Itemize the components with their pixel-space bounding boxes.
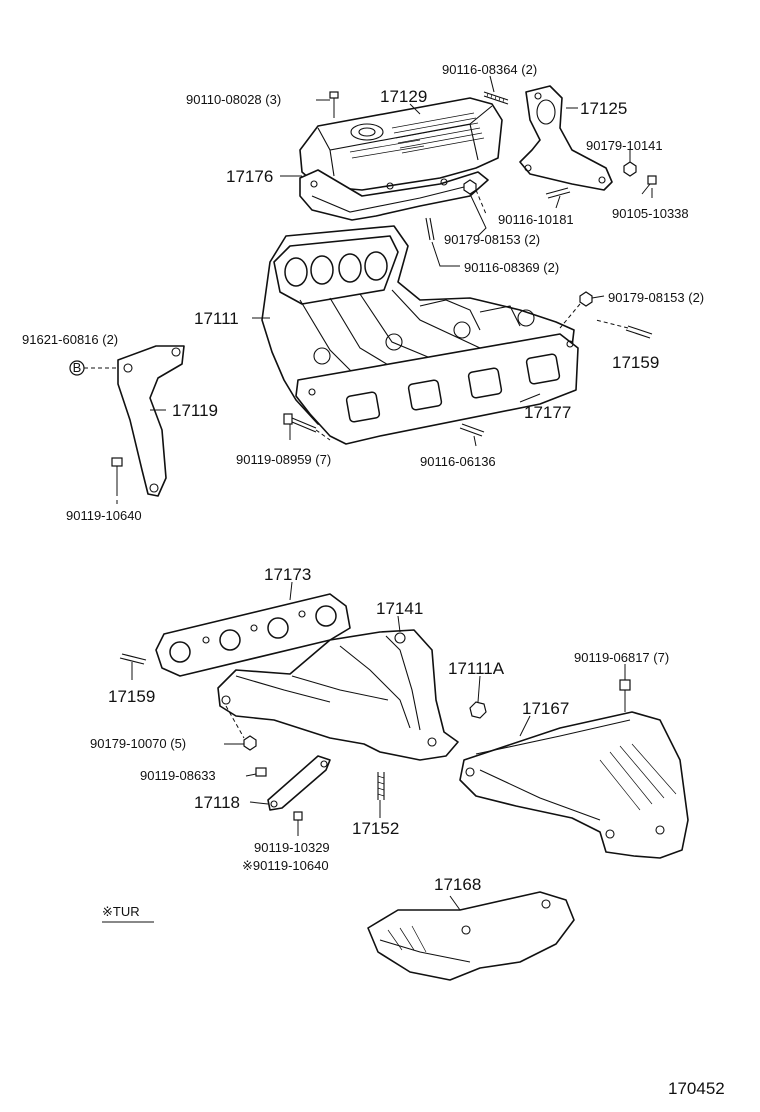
label-90110-08028: 90110-08028 (3) [186,92,281,107]
label-90116-08364: 90116-08364 (2) [442,62,537,77]
stud-17159-upper [625,325,653,339]
stay-17119 [117,345,185,497]
label-90119-06817: 90119-06817 (7) [574,650,669,665]
label-90119-08633: 90119-08633 [140,768,216,783]
nut-17111A [469,701,487,719]
bolt-90105-10338 [641,175,657,195]
stud-17152 [377,772,385,800]
part-labels: 90116-08364 (2) 90110-08028 (3) 17129 17… [22,62,725,1098]
heat-insulator-17168 [367,891,575,981]
label-90116-06136: 90116-06136 [420,454,496,469]
label-17176: 17176 [226,167,273,186]
stud-90116-06136 [459,423,485,437]
label-90105-10338: 90105-10338 [612,206,689,221]
label-17129: 17129 [380,87,427,106]
label-tur-note: ※TUR [102,904,140,919]
nut-90179-08153-lower [579,291,593,307]
label-17119: 17119 [172,401,218,420]
label-17111A: 17111A [448,659,505,678]
label-90179-08153-upper: 90179-08153 (2) [444,232,540,247]
bolt-90119-08633 [255,767,267,777]
intake-gasket-17177 [295,333,579,445]
label-90119-10329: 90119-10329 [254,840,330,855]
label-17159-upper: 17159 [612,353,659,372]
label-90119-08959: 90119-08959 (7) [236,452,331,467]
stud-90116-08364 [483,91,509,105]
label-17159-lower: 17159 [108,687,155,706]
stay-17118 [267,755,331,811]
label-17177: 17177 [524,403,571,422]
bracket-17125 [519,85,613,191]
label-17152: 17152 [352,819,399,838]
bolt-90119-10640-upper [111,457,123,496]
label-17125: 17125 [580,99,627,118]
label-17167: 17167 [522,699,569,718]
nut-90179-08153-upper [463,179,477,195]
bolt-90119-10329 [293,811,303,821]
nut-90179-10141 [623,161,637,177]
stud-90116-08369 [425,217,435,241]
label-17118: 17118 [194,793,240,812]
heat-insulator-17167 [459,711,689,859]
bolt-90110-08028 [329,91,339,118]
nut-90179-10070 [243,735,257,751]
label-90116-08369: 90116-08369 (2) [464,260,559,275]
bolt-90119-08959 [283,413,317,433]
label-90119-10640-upper: 90119-10640 [66,508,142,523]
label-17168: 17168 [434,875,481,894]
exhaust-manifold-17141 [217,629,459,761]
leader-lines [84,75,653,923]
label-17111: 17111 [194,309,239,328]
b-marker: B [73,360,82,375]
label-90179-10141: 90179-10141 [586,138,663,153]
label-91621-60816: 91621-60816 (2) [22,332,118,347]
stud-17159-lower [119,653,147,665]
label-90179-08153-lower: 90179-08153 (2) [608,290,704,305]
intake-gasket-17176 [299,169,489,221]
bolt-90119-06817 [619,679,631,712]
label-90179-10070: 90179-10070 (5) [90,736,186,751]
diagram-id: 170452 [668,1079,725,1098]
label-90119-10640-lower: ※90119-10640 [242,858,329,873]
stud-90116-10181 [545,187,571,199]
label-90116-10181: 90116-10181 [498,212,574,227]
label-17173: 17173 [264,565,311,584]
bolt-91621-60816: B [69,360,85,376]
label-17141: 17141 [376,599,423,618]
